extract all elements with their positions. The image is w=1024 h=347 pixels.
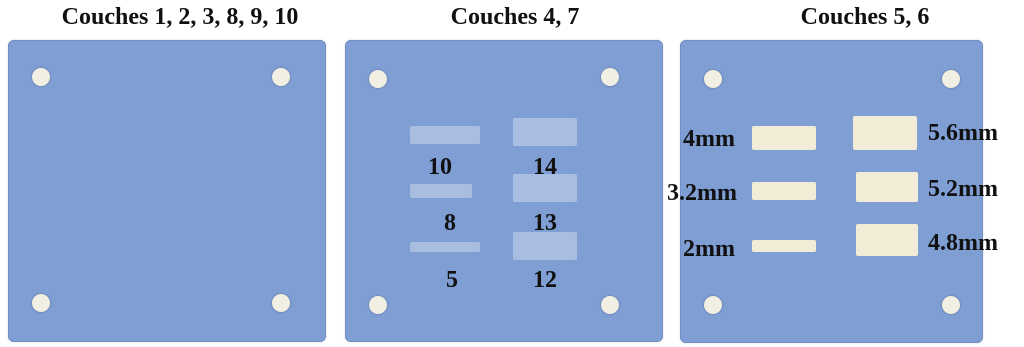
mounting-hole — [601, 296, 619, 314]
panel-2-title: Couches 4, 7 — [450, 4, 580, 30]
label-13: 13 — [533, 210, 557, 236]
panel-1-title: Couches 1, 2, 3, 8, 9, 10 — [61, 4, 299, 30]
strip-12 — [513, 232, 577, 260]
mounting-hole — [272, 294, 290, 312]
strip-8 — [410, 184, 472, 198]
cut-strip-4-8mm — [856, 224, 918, 256]
label-5-6mm: 5.6mm — [928, 120, 998, 146]
cut-strip-5-6mm — [853, 116, 917, 150]
sheet-panel-1 — [8, 40, 326, 342]
label-10: 10 — [428, 154, 452, 180]
sheet-panel-3 — [680, 40, 983, 343]
label-12: 12 — [533, 267, 557, 293]
label-4mm: 4mm — [683, 126, 735, 152]
label-3-2mm: 3.2mm — [667, 180, 737, 206]
mounting-hole — [369, 70, 387, 88]
cut-strip-2mm — [752, 240, 816, 252]
cut-strip-4mm — [752, 126, 816, 150]
panel-3-title: Couches 5, 6 — [800, 4, 930, 30]
label-14: 14 — [533, 154, 557, 180]
mounting-hole — [272, 68, 290, 86]
strip-13 — [513, 174, 577, 202]
label-2mm: 2mm — [683, 236, 735, 262]
mounting-hole — [369, 296, 387, 314]
label-4-8mm: 4.8mm — [928, 230, 998, 256]
mounting-hole — [942, 296, 960, 314]
cut-strip-3-2mm — [752, 182, 816, 200]
mounting-hole — [601, 68, 619, 86]
mounting-hole — [32, 68, 50, 86]
strip-5 — [410, 242, 480, 252]
sheet-panel-2 — [345, 40, 663, 342]
label-8: 8 — [444, 210, 456, 236]
mounting-hole — [704, 296, 722, 314]
label-5: 5 — [446, 267, 458, 293]
mounting-hole — [942, 70, 960, 88]
mounting-hole — [32, 294, 50, 312]
mounting-hole — [704, 70, 722, 88]
strip-10 — [410, 126, 480, 144]
cut-strip-5-2mm — [856, 172, 918, 202]
strip-14 — [513, 118, 577, 146]
label-5-2mm: 5.2mm — [928, 176, 998, 202]
